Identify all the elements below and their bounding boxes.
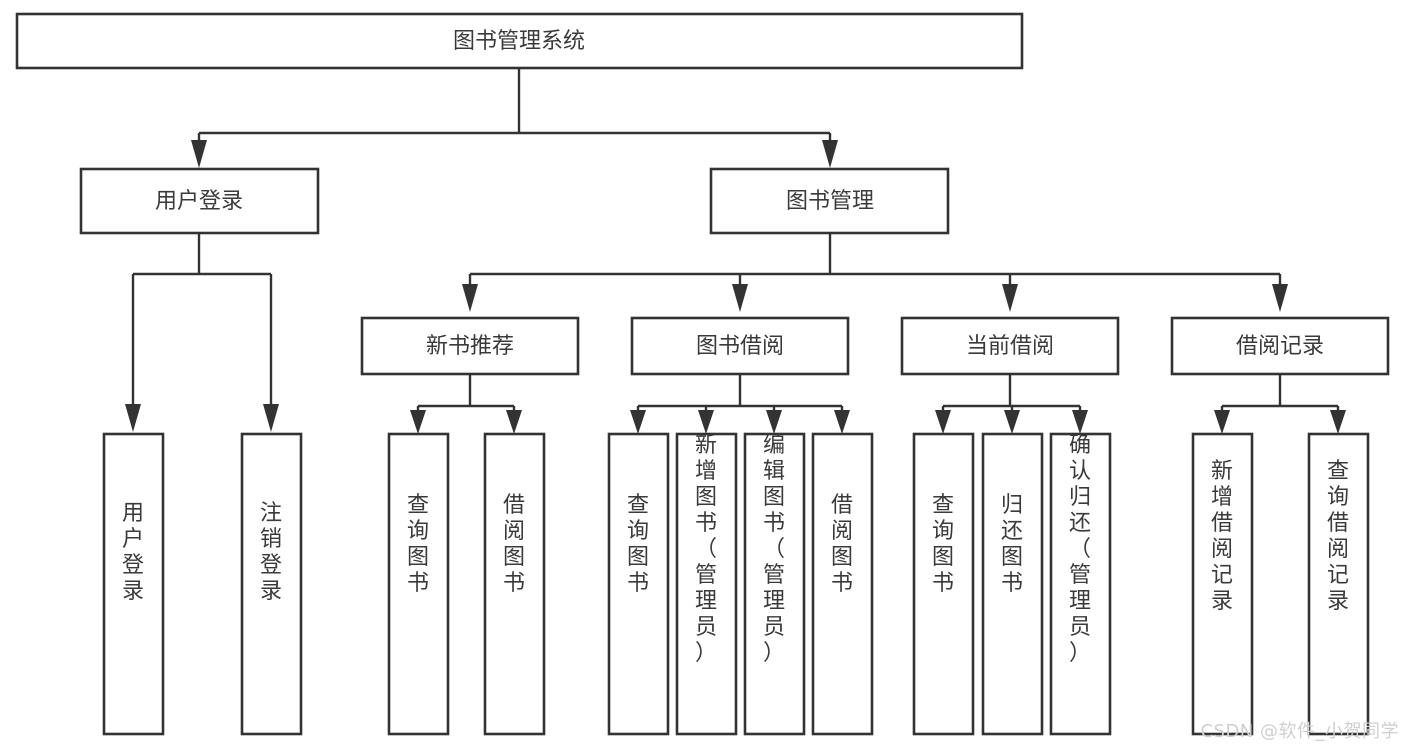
node-leaf-box[interactable]: [1307, 432, 1370, 736]
node-leaf-box[interactable]: [1049, 432, 1112, 736]
node-new-book-recommend-box[interactable]: [360, 316, 580, 376]
arrowhead-nb-leaf-2: [506, 410, 522, 434]
node-book-manage[interactable]: 图书管理: [709, 167, 950, 235]
node-current-borrow[interactable]: 当前借阅: [900, 316, 1120, 376]
arrowhead-current-borrow: [1002, 284, 1018, 312]
node-leaf-label-vertical: 查询图书: [627, 493, 649, 596]
node-leaf-label-vertical: 查询图书: [932, 493, 954, 596]
node-leaf-label-vertical: 归还图书: [1001, 493, 1023, 596]
node-borrow-records[interactable]: 借阅记录: [1170, 316, 1390, 376]
arrowhead-book-borrow: [732, 284, 748, 312]
node-leaf-records-query[interactable]: 查询借阅记录: [1307, 432, 1370, 736]
arrowhead-cb-leaf-1: [935, 410, 951, 434]
node-root-system[interactable]: 图书管理系统: [15, 12, 1024, 70]
node-leaf-user-login-logout[interactable]: 注销登录: [240, 432, 303, 736]
node-leaf-box[interactable]: [912, 432, 975, 736]
node-book-borrow-box[interactable]: [630, 316, 850, 376]
node-leaf-label-vertical: 用户登录: [122, 501, 144, 604]
node-leaf-new-book-query[interactable]: 查询图书: [387, 432, 450, 736]
node-user-login[interactable]: 用户登录: [79, 167, 320, 235]
node-leaf-box[interactable]: [675, 432, 738, 736]
arrowhead-new-book: [462, 284, 478, 312]
arrowhead-bb-leaf-1: [630, 410, 646, 434]
node-leaf-label-vertical: 查询图书: [407, 493, 429, 596]
node-leaf-user-login-login[interactable]: 用户登录: [102, 432, 165, 736]
node-leaf-book-borrow-edit[interactable]: 编辑图书（管理员）: [743, 432, 806, 736]
node-leaf-box[interactable]: [981, 432, 1044, 736]
connector-group-book-borrow: [630, 374, 850, 434]
node-leaf-book-borrow-query[interactable]: 查询图书: [607, 432, 670, 736]
node-leaf-box[interactable]: [811, 432, 874, 736]
node-borrow-records-label: 借阅记录: [1236, 334, 1324, 359]
node-leaf-current-borrow-query[interactable]: 查询图书: [912, 432, 975, 736]
node-book-borrow-label: 图书借阅: [696, 334, 784, 359]
node-leaf-label-vertical: 新增图书（管理员）: [695, 433, 717, 666]
node-leaf-box[interactable]: [240, 432, 303, 736]
node-leaf-new-book-borrow[interactable]: 借阅图书: [483, 432, 546, 736]
node-leaf-box[interactable]: [743, 432, 806, 736]
node-new-book-recommend[interactable]: 新书推荐: [360, 316, 580, 376]
node-leaf-box[interactable]: [102, 432, 165, 736]
node-borrow-records-box[interactable]: [1170, 316, 1390, 376]
arrowhead-br-leaf-1: [1214, 410, 1230, 434]
node-leaf-current-borrow-return[interactable]: 归还图书: [981, 432, 1044, 736]
node-root-label: 图书管理系统: [453, 29, 585, 54]
connector-group-user-login: [125, 234, 279, 432]
arrowhead-borrow-records: [1272, 284, 1288, 312]
arrowhead-book-manage: [822, 140, 838, 168]
connector-group-borrow-records: [1214, 374, 1346, 434]
arrowhead-cb-leaf-3: [1072, 410, 1088, 434]
arrowhead-bb-leaf-4: [834, 410, 850, 434]
node-user-login-label: 用户登录: [155, 189, 243, 214]
node-current-borrow-label: 当前借阅: [966, 334, 1054, 359]
arrowhead-bb-leaf-2: [698, 410, 714, 434]
arrowhead-cb-leaf-2: [1004, 410, 1020, 434]
connector-group-book-manage: [462, 234, 1288, 312]
node-root-box[interactable]: [15, 12, 1024, 70]
node-book-borrow[interactable]: 图书借阅: [630, 316, 850, 376]
arrowhead-nb-leaf-1: [410, 410, 426, 434]
node-leaf-box[interactable]: [1191, 432, 1254, 736]
node-leaf-records-add[interactable]: 新增借阅记录: [1191, 432, 1254, 736]
arrowhead-br-leaf-2: [1330, 410, 1346, 434]
node-leaf-label-vertical: 借阅图书: [503, 493, 525, 596]
node-leaf-label-vertical: 新增借阅记录: [1211, 459, 1233, 614]
node-book-manage-label: 图书管理: [786, 189, 874, 214]
node-book-manage-box[interactable]: [709, 167, 950, 235]
node-leaf-book-borrow-add[interactable]: 新增图书（管理员）: [675, 432, 738, 736]
connector-group-root: [191, 69, 838, 168]
node-leaf-label-vertical: 查询借阅记录: [1327, 459, 1349, 614]
node-leaf-book-borrow-borrow[interactable]: 借阅图书: [811, 432, 874, 736]
arrowhead-ul-leaf-1: [125, 404, 141, 432]
node-leaf-box[interactable]: [483, 432, 546, 736]
node-leaf-box[interactable]: [607, 432, 670, 736]
node-user-login-box[interactable]: [79, 167, 320, 235]
node-new-book-recommend-label: 新书推荐: [426, 334, 514, 359]
node-current-borrow-box[interactable]: [900, 316, 1120, 376]
node-leaf-box[interactable]: [387, 432, 450, 736]
arrowhead-ul-leaf-2: [263, 404, 279, 432]
connector-group-new-book: [410, 374, 522, 434]
arrowhead-bb-leaf-3: [766, 410, 782, 434]
node-leaf-label-vertical: 注销登录: [260, 501, 282, 604]
node-leaf-current-borrow-confirm[interactable]: 确认归还（管理员）: [1049, 432, 1112, 736]
node-leaf-label-vertical: 确认归还（管理员）: [1069, 433, 1091, 666]
connector-group-current-borrow: [935, 374, 1088, 434]
node-leaf-label-vertical: 编辑图书（管理员）: [763, 433, 785, 666]
node-leaf-label-vertical: 借阅图书: [831, 493, 853, 596]
arrowhead-user-login: [191, 140, 207, 168]
